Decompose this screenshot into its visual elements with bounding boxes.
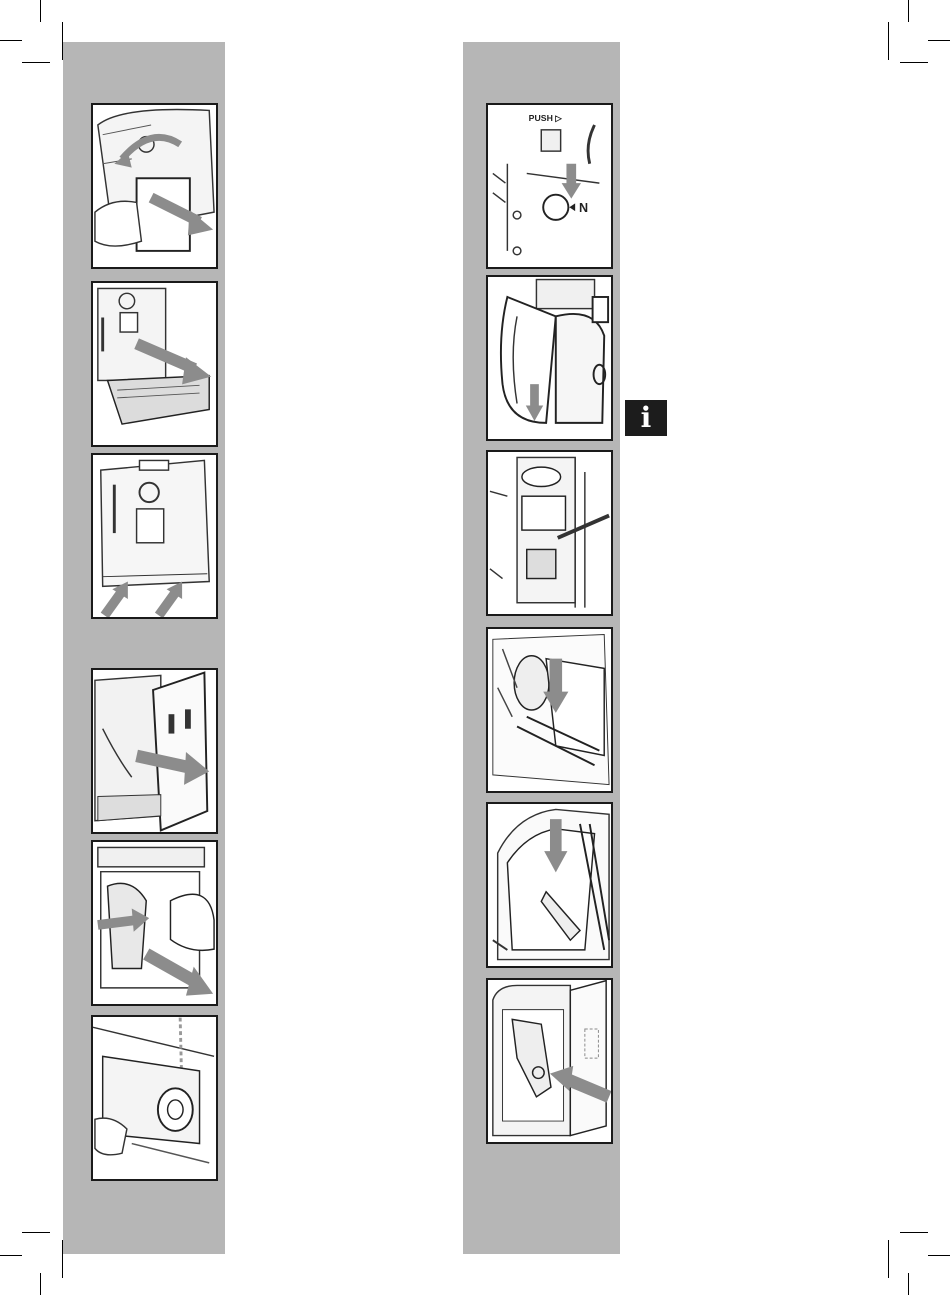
illustration-lubricate-guides — [486, 450, 613, 616]
illustration-remove-drip-tray — [91, 281, 218, 447]
illustration-push-button-n: PUSH ▷ N — [486, 103, 613, 269]
info-icon: i — [625, 400, 667, 436]
illustration-insert-brew-group — [486, 978, 613, 1144]
illustration-brew-group-lever — [486, 275, 613, 441]
illustration-lock-brew-group — [486, 802, 613, 968]
illustration-remove-water-tank — [91, 103, 218, 269]
n-mark-label: N — [579, 201, 588, 215]
illustration-align-brew-group — [486, 627, 613, 793]
illustration-remove-brew-group — [91, 840, 218, 1006]
illustration-reinsert-base — [91, 453, 218, 619]
illustration-open-service-door — [91, 668, 218, 834]
illustration-rinse-brew-group — [91, 1015, 218, 1181]
push-label: PUSH ▷ — [529, 113, 564, 123]
